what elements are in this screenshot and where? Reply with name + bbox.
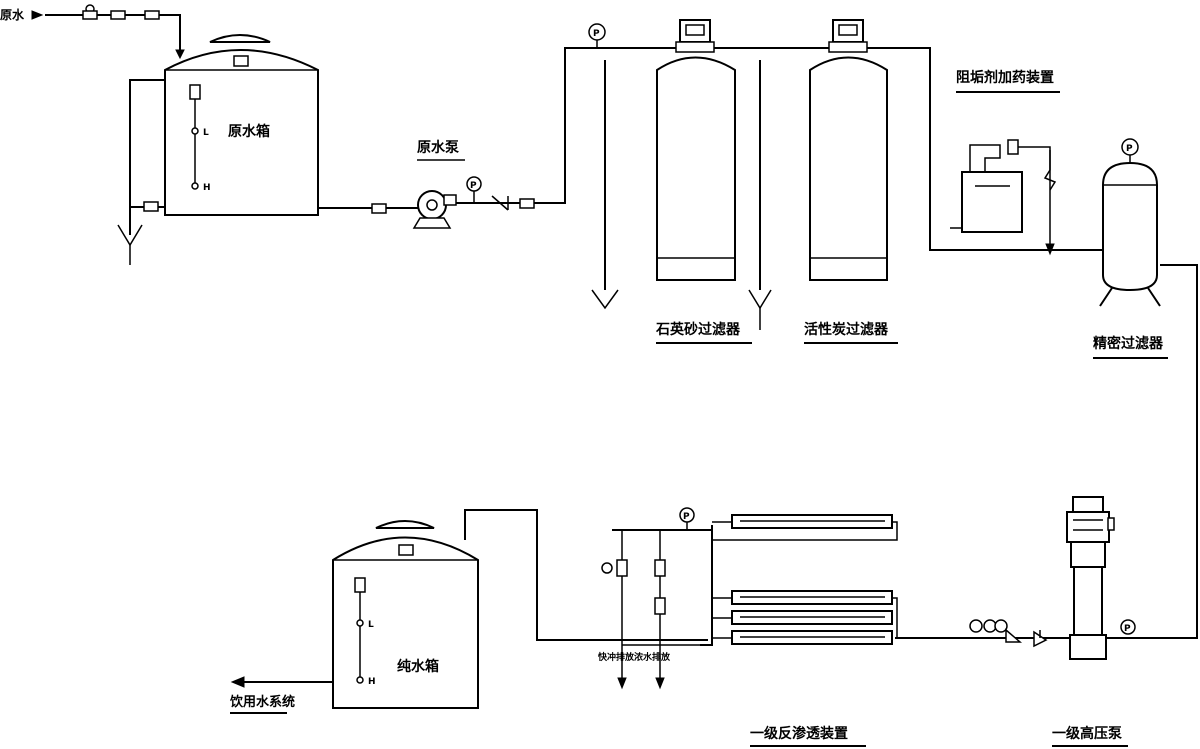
quartz-filter-vessel (656, 56, 736, 281)
pump-suction-valve-icon (371, 203, 387, 214)
level-high-icon (191, 182, 199, 190)
raw-water-pump-label: 原水泵 (417, 139, 459, 156)
inlet-valve-icon (110, 10, 126, 20)
precision-pressure-tag: P (1126, 144, 1133, 154)
raw-tank-manway-icon (209, 34, 271, 43)
inlet-meter-icon (144, 10, 160, 20)
pure-water-tank-label: 纯水箱 (397, 658, 439, 675)
raw-water-inlet-label: 原水 (0, 7, 25, 22)
dosing-valve-icon (1007, 139, 1019, 155)
raw-water-inlet: 原水 (0, 4, 185, 60)
raw-water-tank-label: 原水箱 (228, 123, 270, 140)
pump-impeller-icon (426, 199, 438, 211)
pump-pressure-tag: P (470, 181, 477, 191)
flush-drain-arrow-icon (617, 677, 627, 690)
primary-ro-unit-label: 一级反渗透装置 (750, 725, 848, 742)
pure-tank-manway-icon (375, 520, 435, 529)
flush-drain-note: 快冲排放浓水排放 (598, 651, 671, 663)
hp-pump-pressure-tag: P (1124, 624, 1131, 634)
hp-pump-base (1069, 634, 1107, 660)
raw-tank-level-low-label: L (203, 128, 209, 138)
primary-ro-unit: P 快冲排放浓水排放 一级反渗透装置 (598, 507, 898, 747)
pure-level-high-icon (356, 676, 364, 684)
pure-level-low-icon (356, 619, 364, 627)
raw-water-tank: L H 原水箱 (117, 34, 319, 265)
ro-to-pure-tank-pipe (464, 509, 708, 641)
dosing-arrow-icon (1045, 243, 1055, 256)
pump-check-valve-icon (491, 195, 509, 211)
raw-tank-overflow-pipe (129, 79, 165, 235)
pure-tank-level-high-label: H (368, 677, 376, 687)
hp-pump-instrument-group (969, 619, 1023, 643)
raw-tank-drain-valve-icon (143, 201, 159, 212)
hp-pump-pressure-gauge-icon (1120, 619, 1136, 635)
inlet-strainer-icon (82, 4, 98, 20)
raw-tank-level-high-label: H (203, 183, 211, 193)
concentrate-valve-icon (654, 559, 666, 577)
hp-pump-motor-cap (1072, 496, 1104, 513)
quartz-drain-funnel-icon (591, 289, 619, 310)
level-gauge-icon (189, 84, 201, 100)
activated-carbon-filter-label: 活性炭过滤器 (804, 321, 889, 338)
tank-inlet-arrow-icon (175, 49, 185, 60)
drinking-water-system-label: 饮用水系统 (229, 694, 295, 710)
precision-filter: P 精密过滤器 (1093, 138, 1168, 359)
flush-valve-icon (616, 559, 628, 577)
carbon-outlet-pipe (860, 47, 1103, 251)
concentrate-flowmeter-icon (654, 597, 666, 615)
dosing-pump-line (969, 144, 1001, 172)
dosing-tank (961, 171, 1023, 233)
pump-discharge-valve-icon (519, 198, 535, 209)
raw-tank-drain-funnel-icon (117, 224, 143, 265)
pump-discharge-pipe (455, 47, 690, 204)
carbon-filter-vessel (809, 56, 888, 281)
quartz-sand-filter: P 石英砂过滤器 (588, 19, 752, 344)
inlet-pipe (45, 14, 181, 55)
flush-pressure-gauge-icon (601, 562, 613, 574)
concentrate-drain-arrow-icon (655, 677, 665, 690)
ro-concentrate-manifold (700, 525, 713, 646)
primary-high-pressure-pump-label: 一级高压泵 (1052, 725, 1122, 742)
drinking-water-outlet: 饮用水系统 (229, 676, 295, 714)
hp-pump-body (1073, 566, 1103, 636)
pump-base-icon (412, 217, 452, 229)
raw-water-pump: 原水泵 P (371, 139, 535, 229)
carbon-drain-funnel-icon (748, 289, 772, 330)
pure-level-gauge-icon (354, 577, 366, 593)
raw-tank-vent-icon (233, 55, 249, 67)
precision-filter-vessel (1102, 161, 1158, 292)
precision-outlet-pipe (1105, 264, 1198, 639)
quartz-sand-filter-label: 石英砂过滤器 (655, 321, 741, 338)
drinking-water-arrow-icon (230, 676, 245, 688)
inlet-arrow-icon (31, 10, 44, 20)
hp-pump-coupling (1070, 541, 1106, 568)
pump-outlet-stub (443, 194, 457, 206)
activated-carbon-filter: 活性炭过滤器 (748, 19, 898, 344)
pure-tank-level-low-label: L (368, 620, 374, 630)
antiscalant-dosing-unit: 阻垢剂加药装置 (950, 69, 1060, 256)
primary-high-pressure-pump: P 一级高压泵 (969, 496, 1136, 747)
pure-tank-body (332, 536, 479, 709)
pure-water-tank: L H 纯水箱 (332, 520, 479, 709)
ro-pressure-tag: P (683, 512, 690, 522)
antiscalant-dosing-label: 阻垢剂加药装置 (956, 69, 1054, 86)
precision-filter-legs (1099, 287, 1113, 307)
hp-pump-motor (1066, 511, 1110, 543)
filter-inlet-pressure-tag: P (593, 29, 600, 39)
pure-tank-vent-icon (398, 544, 414, 556)
hp-pump-inlet-valve-icon (1033, 630, 1048, 648)
level-low-icon (191, 127, 199, 135)
precision-filter-label: 精密过滤器 (1093, 335, 1164, 352)
